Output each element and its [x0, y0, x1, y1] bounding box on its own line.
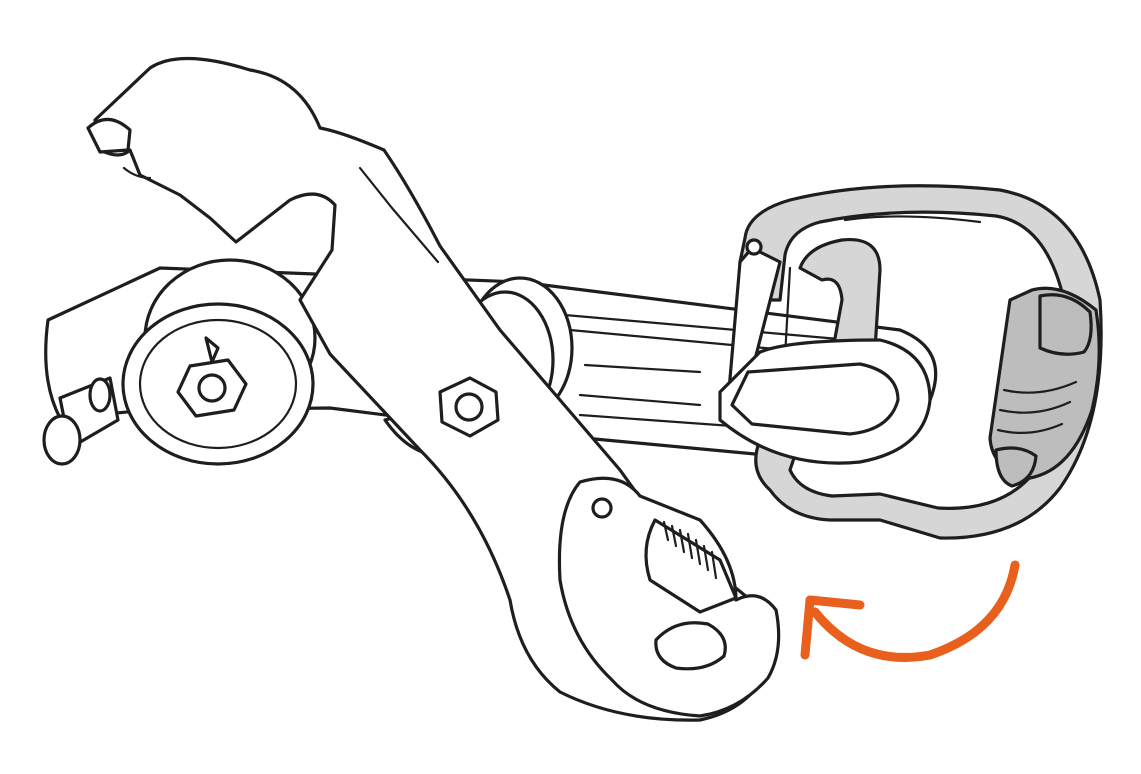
lever-hex-nut [438, 376, 500, 438]
left-hex-nut [176, 336, 248, 418]
rotate-arrow-icon [800, 560, 1020, 662]
cam [557, 476, 781, 718]
attachment-eye [718, 338, 932, 465]
axle-pin [42, 376, 120, 466]
